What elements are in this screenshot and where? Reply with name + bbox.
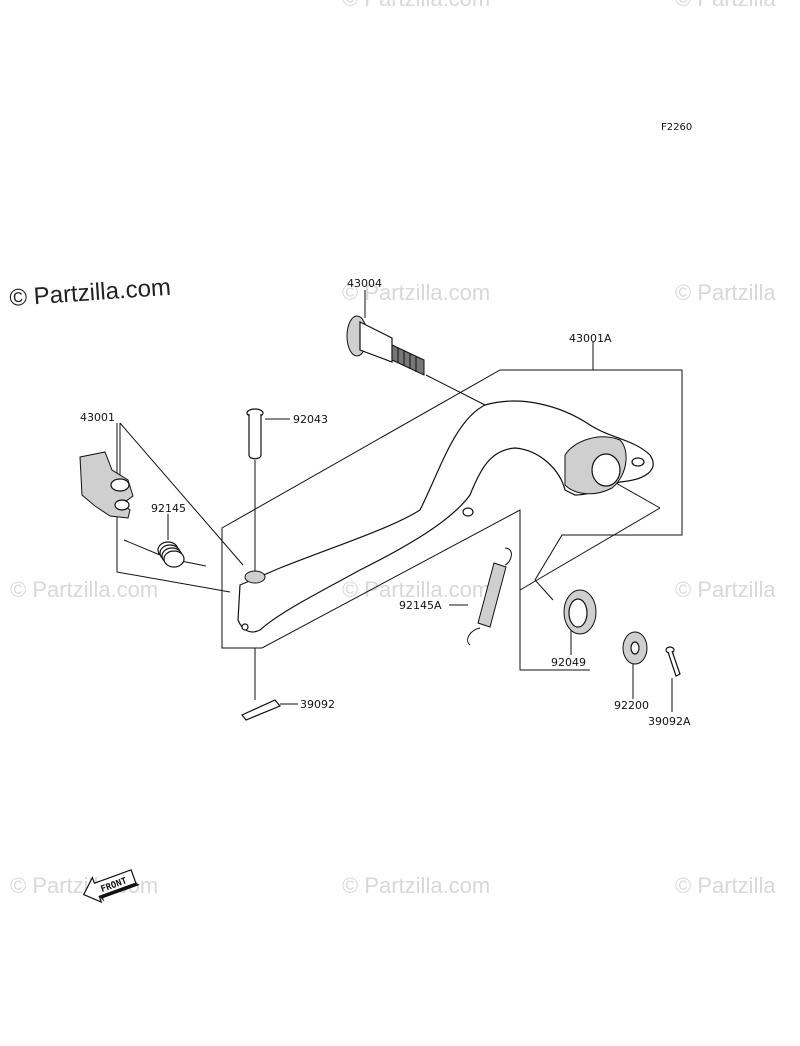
part-label-92145: 92145	[151, 502, 186, 515]
part-label-92043: 92043	[293, 413, 328, 426]
washer-92200	[622, 631, 648, 665]
torsion-spring-92145	[123, 539, 207, 568]
watermark: © Partzilla	[675, 0, 776, 11]
part-label-92200: 92200	[614, 699, 649, 712]
watermark: © Partzilla.com	[10, 577, 158, 602]
part-label-39092: 39092	[300, 698, 335, 711]
watermarks: © Partzilla.com © Partzilla © Partzilla.…	[10, 0, 776, 898]
figure-code: F2260	[661, 122, 692, 133]
cotter-pin-39092A	[665, 646, 681, 677]
lever-43001	[79, 451, 134, 519]
brake-pedal-43001A	[237, 400, 654, 633]
watermark: © Partzilla.com	[342, 873, 490, 898]
cotter-pin-39092	[241, 699, 281, 721]
watermark: © Partzilla.com	[342, 0, 490, 11]
watermark: © Partzilla	[675, 577, 776, 602]
seal-92049	[563, 589, 597, 635]
watermark: © Partzilla.com	[342, 280, 490, 305]
part-label-43001A: 43001A	[569, 332, 612, 345]
extension-spring-92145A	[467, 547, 512, 646]
part-label-43001: 43001	[80, 411, 115, 424]
watermark: © Partzilla.com	[342, 577, 490, 602]
part-label-92049: 92049	[551, 656, 586, 669]
front-arrow-icon: FRONT	[82, 869, 140, 904]
watermark: © Partzilla	[675, 873, 776, 898]
part-label-39092A: 39092A	[648, 715, 691, 728]
pivot-shaft-43004	[346, 315, 425, 376]
partzilla-watermark: © Partzilla.com	[9, 274, 172, 312]
part-label-43004: 43004	[347, 277, 382, 290]
part-label-92145A: 92145A	[399, 599, 442, 612]
pin-92043	[246, 408, 264, 460]
watermark: © Partzilla	[675, 280, 776, 305]
